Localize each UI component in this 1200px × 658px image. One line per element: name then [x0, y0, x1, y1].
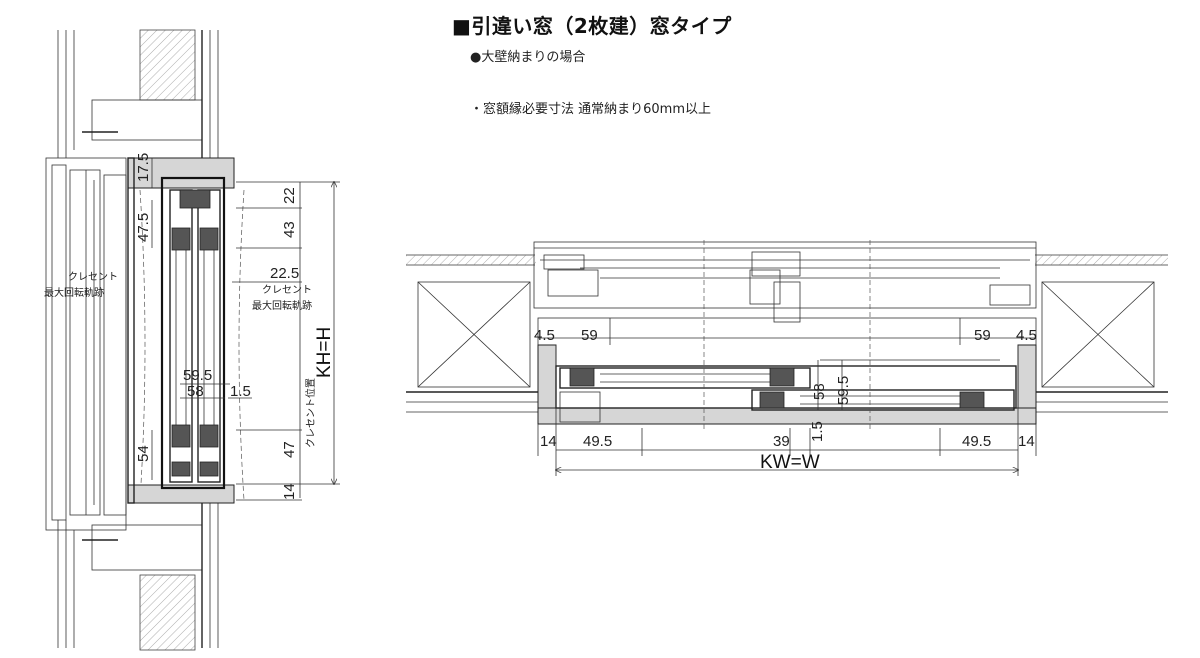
dim-v-43: 43	[281, 221, 298, 238]
dim-h-58: 58	[811, 383, 828, 400]
kh-h-label: KH=H	[314, 327, 335, 378]
dim-v-17-5: 17.5	[135, 153, 152, 182]
vertical-section: 17.5 47.5 22 43 22.5 59.5 58 1.5 54 47 1…	[44, 29, 340, 651]
dim-h-4-5-right: 4.5	[1016, 327, 1037, 344]
dim-h-4-5-left: 4.5	[534, 327, 555, 344]
dim-h-49-5-left: 49.5	[583, 433, 612, 450]
dim-h-59-right: 59	[974, 327, 991, 344]
dim-v-47-5: 47.5	[135, 213, 152, 242]
crescent-position-label: クレセント位置	[304, 378, 317, 448]
dim-h-14-left: 14	[540, 433, 557, 450]
dim-h-49-5-right: 49.5	[962, 433, 991, 450]
dim-h-59-left: 59	[581, 327, 598, 344]
requirement-note: ・窓額縁必要寸法 通常納まり60mm以上	[470, 102, 712, 117]
dim-v-58: 58	[187, 383, 204, 400]
crescent-trajectory-right: 最大回転軌跡	[252, 299, 312, 312]
diagram-title: ■引違い窓（2枚建）窓タイプ	[452, 14, 732, 38]
dim-v-14: 14	[281, 483, 298, 500]
crescent-trajectory-left: 最大回転軌跡	[44, 286, 104, 299]
dim-v-22-5: 22.5	[270, 265, 299, 282]
dim-v-47: 47	[281, 441, 298, 458]
dim-h-59-5: 59.5	[835, 376, 852, 405]
kw-w-label: KW=W	[760, 452, 820, 473]
dim-h-14-right: 14	[1018, 433, 1035, 450]
dim-h-1-5: 1.5	[809, 421, 826, 442]
dim-h-39: 39	[773, 433, 790, 450]
horizontal-section: 4.5 59 59 4.5 58 59.5 14 49.5 39 1.5 49.…	[406, 240, 1168, 476]
crescent-label-left: クレセント	[68, 271, 118, 283]
dim-v-54: 54	[135, 445, 152, 462]
dim-v-22: 22	[281, 187, 298, 204]
crescent-label-right: クレセント	[262, 284, 312, 296]
dim-v-1-5: 1.5	[230, 383, 251, 400]
case-label: ●大壁納まりの場合	[470, 50, 586, 65]
dim-v-59-5: 59.5	[183, 367, 212, 384]
